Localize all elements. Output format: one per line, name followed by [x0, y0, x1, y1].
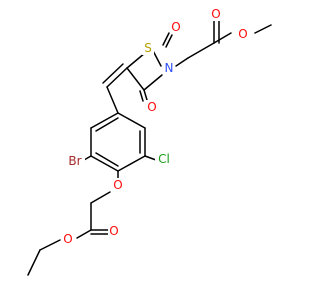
svg-text:O: O — [238, 27, 247, 41]
svg-text:S: S — [144, 41, 152, 55]
svg-text:O: O — [171, 20, 180, 34]
atom-o-ester-top: O — [237, 27, 249, 41]
atom-bromine: Br — [65, 154, 85, 168]
atom-o-thiazolidine-c4: O — [146, 100, 158, 114]
atom-o-carbonyl-ester-bottom: O — [108, 224, 120, 238]
svg-text:O: O — [63, 232, 72, 246]
atom-sulfur: S — [142, 41, 154, 55]
svg-text:N: N — [165, 61, 174, 75]
atom-o-carbonyl-ester-top: O — [210, 7, 222, 21]
svg-text:Br: Br — [68, 154, 81, 168]
svg-text:O: O — [109, 224, 118, 238]
atom-nitrogen: N — [163, 61, 175, 75]
atom-o-ester-bottom: O — [62, 232, 74, 246]
svg-text:O: O — [113, 178, 122, 192]
atom-o-ether: O — [112, 178, 124, 192]
molecule-structure-diagram: O O S O N O Br Cl — [27, 7, 272, 276]
atom-o-thiazolidine-c2: O — [170, 20, 182, 34]
atom-chlorine: Cl — [155, 152, 173, 166]
atom-label-layer: O O S O N O Br Cl — [62, 7, 249, 246]
bond-layer — [27, 19, 272, 276]
svg-text:O: O — [211, 7, 220, 21]
svg-text:Cl: Cl — [158, 152, 170, 166]
svg-text:O: O — [147, 100, 156, 114]
